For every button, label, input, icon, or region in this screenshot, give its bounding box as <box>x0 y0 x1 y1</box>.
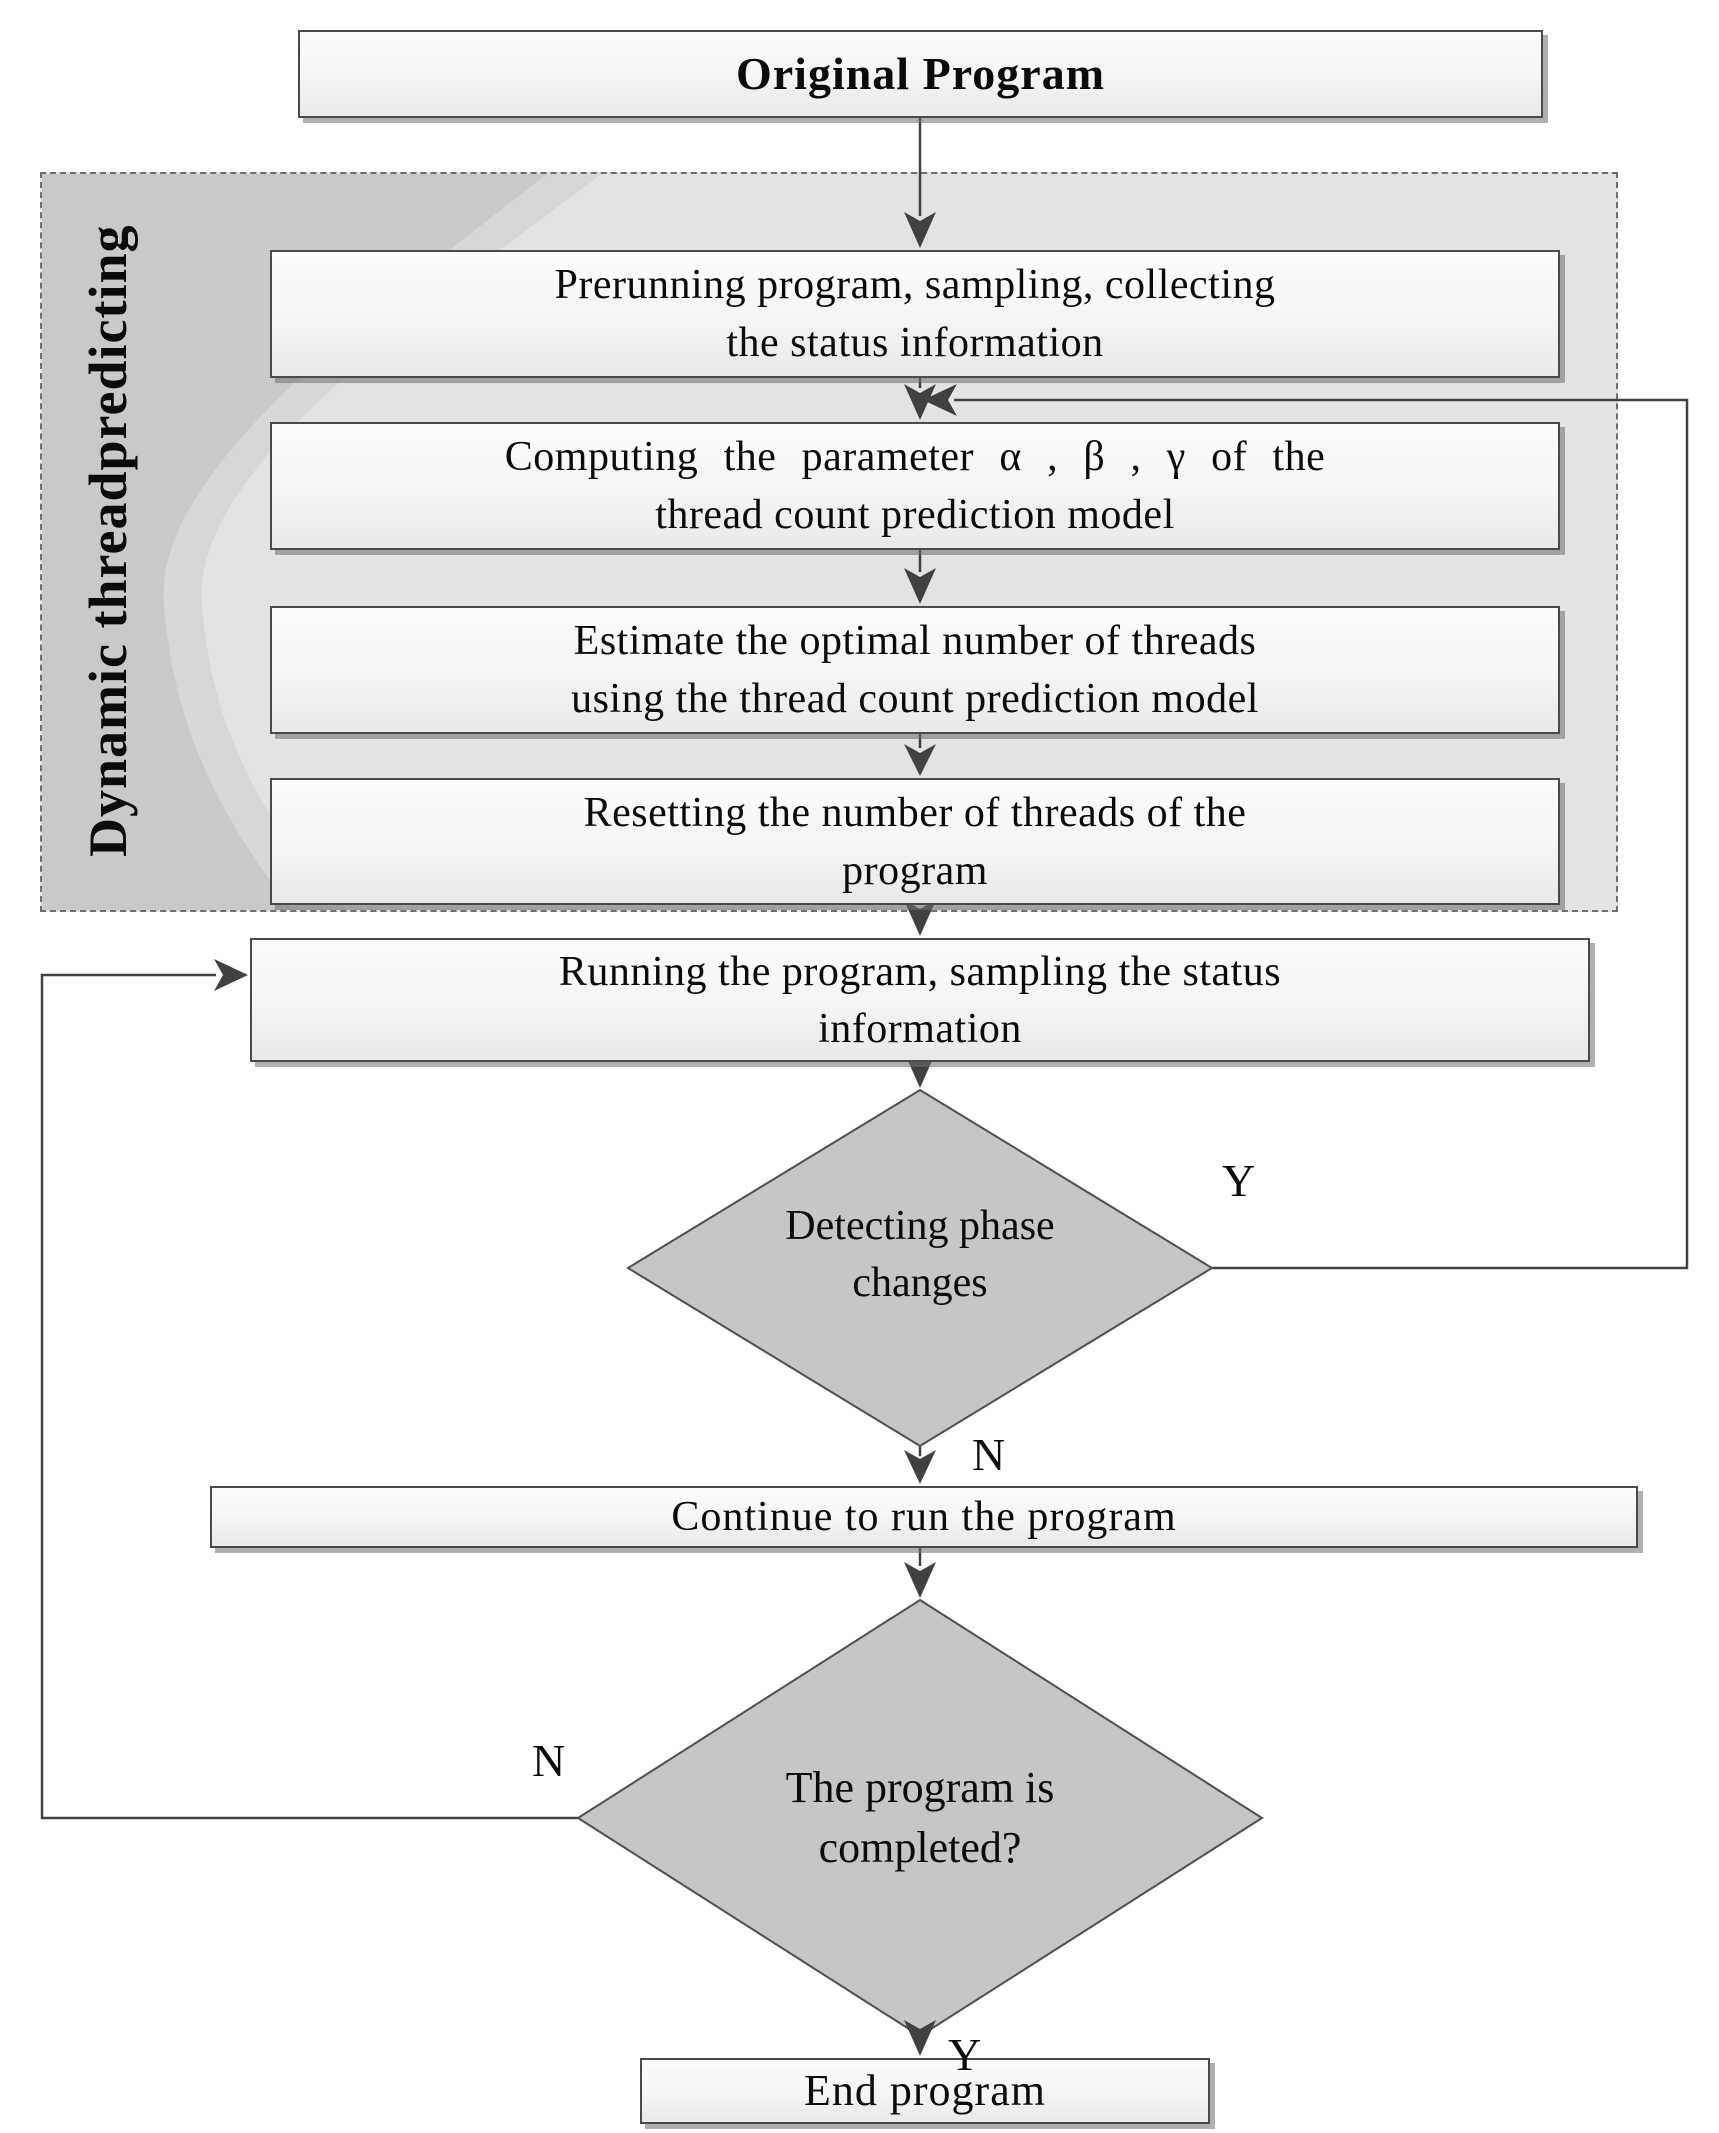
node-computing-parameters: Computing the parameter α , β , γ of the… <box>270 422 1560 550</box>
phase-decision-line2: changes <box>852 1260 988 1306</box>
node-resetting-line1: Resetting the number of threads of the <box>583 790 1247 836</box>
node-prerunning-line1: Prerunning program, sampling, collecting <box>554 262 1276 308</box>
node-end-program: End program <box>640 2058 1210 2124</box>
arrowhead-into-complete-decision <box>904 1562 936 1598</box>
node-resetting-line2: program <box>842 848 988 894</box>
phase-decision-line1: Detecting phase <box>785 1203 1055 1249</box>
node-original-program-label: Original Program <box>735 48 1106 99</box>
node-resetting-threads: Resetting the number of threads of the p… <box>270 778 1560 905</box>
arrowhead-into-estimate <box>904 568 936 604</box>
node-original-program: Original Program <box>298 30 1543 118</box>
decision-shapes <box>576 1088 1264 2038</box>
phase-decision-yes-label: Y <box>1222 1155 1256 1206</box>
node-prerunning-line2: the status information <box>726 320 1104 366</box>
node-continue-label: Continue to run the program <box>671 1494 1177 1540</box>
complete-decision-no-label: N <box>532 1735 566 1786</box>
node-running-line2: information <box>818 1006 1022 1052</box>
complete-decision-text: The program is completed? <box>670 1758 1170 1878</box>
group-swoosh-decoration <box>42 174 602 910</box>
arrowhead-into-continue <box>904 1450 936 1484</box>
complete-decision-yes-label: Y <box>948 2029 982 2080</box>
node-running-line1: Running the program, sampling the status <box>558 949 1282 995</box>
arrowhead-into-reset <box>904 744 936 776</box>
line-no-feedback <box>40 973 578 1820</box>
phase-decision-text: Detecting phase changes <box>670 1198 1170 1312</box>
complete-decision-line1: The program is <box>785 1763 1055 1812</box>
complete-decision-line2: completed? <box>818 1823 1022 1872</box>
arrowhead-into-compute <box>904 384 936 420</box>
arrowhead-yes-feedback <box>923 384 957 416</box>
node-computing-line2: thread count prediction model <box>655 492 1175 538</box>
node-estimate-line1: Estimate the optimal number of threads <box>573 618 1257 664</box>
node-prerunning: Prerunning program, sampling, collecting… <box>270 250 1560 378</box>
phase-decision-no-label: N <box>972 1429 1006 1480</box>
group-label-vertical: Dynamic threadpredicting <box>78 224 138 858</box>
arrowhead-into-prerun <box>904 212 936 248</box>
node-computing-line1: Computing the parameter α , β , γ of the <box>504 434 1326 480</box>
node-continue-running: Continue to run the program <box>210 1486 1638 1548</box>
node-running-program: Running the program, sampling the status… <box>250 938 1590 1062</box>
arrowhead-into-running <box>904 900 936 936</box>
node-estimate-line2: using the thread count prediction model <box>571 676 1259 722</box>
phase-decision-diamond <box>626 1088 1214 1448</box>
arrowhead-into-end <box>904 2020 936 2056</box>
node-estimate-threads: Estimate the optimal number of threads u… <box>270 606 1560 734</box>
arrowhead-no-feedback <box>214 959 248 991</box>
line-yes-feedback <box>954 398 1689 1270</box>
node-end-label: End program <box>804 2066 1046 2115</box>
swoosh-band-dark <box>42 174 547 910</box>
